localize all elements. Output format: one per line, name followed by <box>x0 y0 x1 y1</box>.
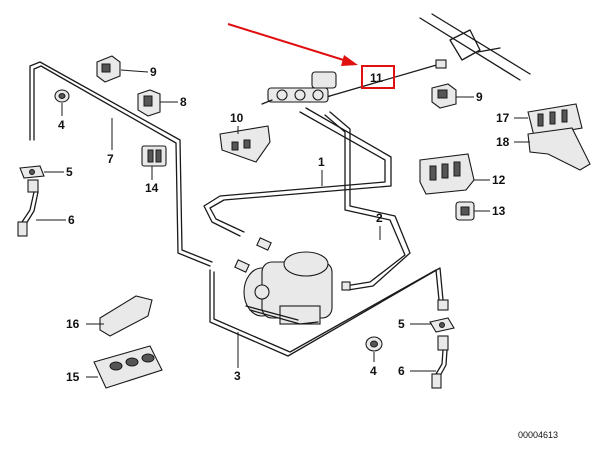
label-part-5-left: 5 <box>66 165 73 179</box>
part-18-cover <box>527 127 591 171</box>
brake-line-3 <box>209 267 444 357</box>
highlight-box-11 <box>361 65 395 89</box>
part-5-bracket-left <box>19 165 45 179</box>
part-15-holder <box>93 345 163 389</box>
part-9-clip-right <box>431 83 457 109</box>
part-8-clip <box>137 89 161 117</box>
label-part-10: 10 <box>230 111 244 125</box>
part-14-holder <box>141 145 167 167</box>
label-part-16: 16 <box>66 317 80 331</box>
label-part-7: 7 <box>107 152 114 166</box>
brake-line-2 <box>324 111 411 291</box>
label-part-17: 17 <box>496 111 510 125</box>
part-10-bracket <box>219 125 271 163</box>
part-4-grommet-right <box>365 336 383 352</box>
part-9-clip-top <box>96 55 121 83</box>
label-part-6-right: 6 <box>398 364 405 378</box>
pump-motor-assembly <box>243 251 333 325</box>
highlight-arrow <box>227 23 358 66</box>
part-16-cover <box>99 295 153 337</box>
label-part-9-right: 9 <box>476 90 483 104</box>
leader-lines <box>36 69 530 378</box>
part-4-grommet-left <box>54 89 70 103</box>
part-6-hose-right <box>431 335 449 389</box>
label-part-15: 15 <box>66 370 80 384</box>
label-part-1: 1 <box>318 155 325 169</box>
label-part-4-right: 4 <box>370 364 377 378</box>
diagram-code: 00004613 <box>518 430 558 440</box>
part-5-bracket-right <box>429 317 455 333</box>
label-part-12: 12 <box>492 173 506 187</box>
label-part-14: 14 <box>145 181 159 195</box>
label-part-5-right: 5 <box>398 317 405 331</box>
part-12-multi-clip <box>419 153 475 195</box>
part-6-hose-left <box>17 179 39 237</box>
label-part-18: 18 <box>496 135 510 149</box>
top-right-line-assembly <box>419 13 531 81</box>
brake-line-7 <box>29 61 213 267</box>
label-part-3: 3 <box>234 369 241 383</box>
label-part-9-top: 9 <box>150 65 157 79</box>
label-part-11: 11 <box>370 71 383 85</box>
line-fittings <box>234 59 449 311</box>
part-13-grommet <box>455 201 475 221</box>
label-part-2: 2 <box>376 211 383 225</box>
label-part-6-left: 6 <box>68 213 75 227</box>
label-part-8: 8 <box>180 95 187 109</box>
label-part-13: 13 <box>492 204 506 218</box>
label-part-4-left: 4 <box>58 118 65 132</box>
valve-block <box>261 71 337 105</box>
